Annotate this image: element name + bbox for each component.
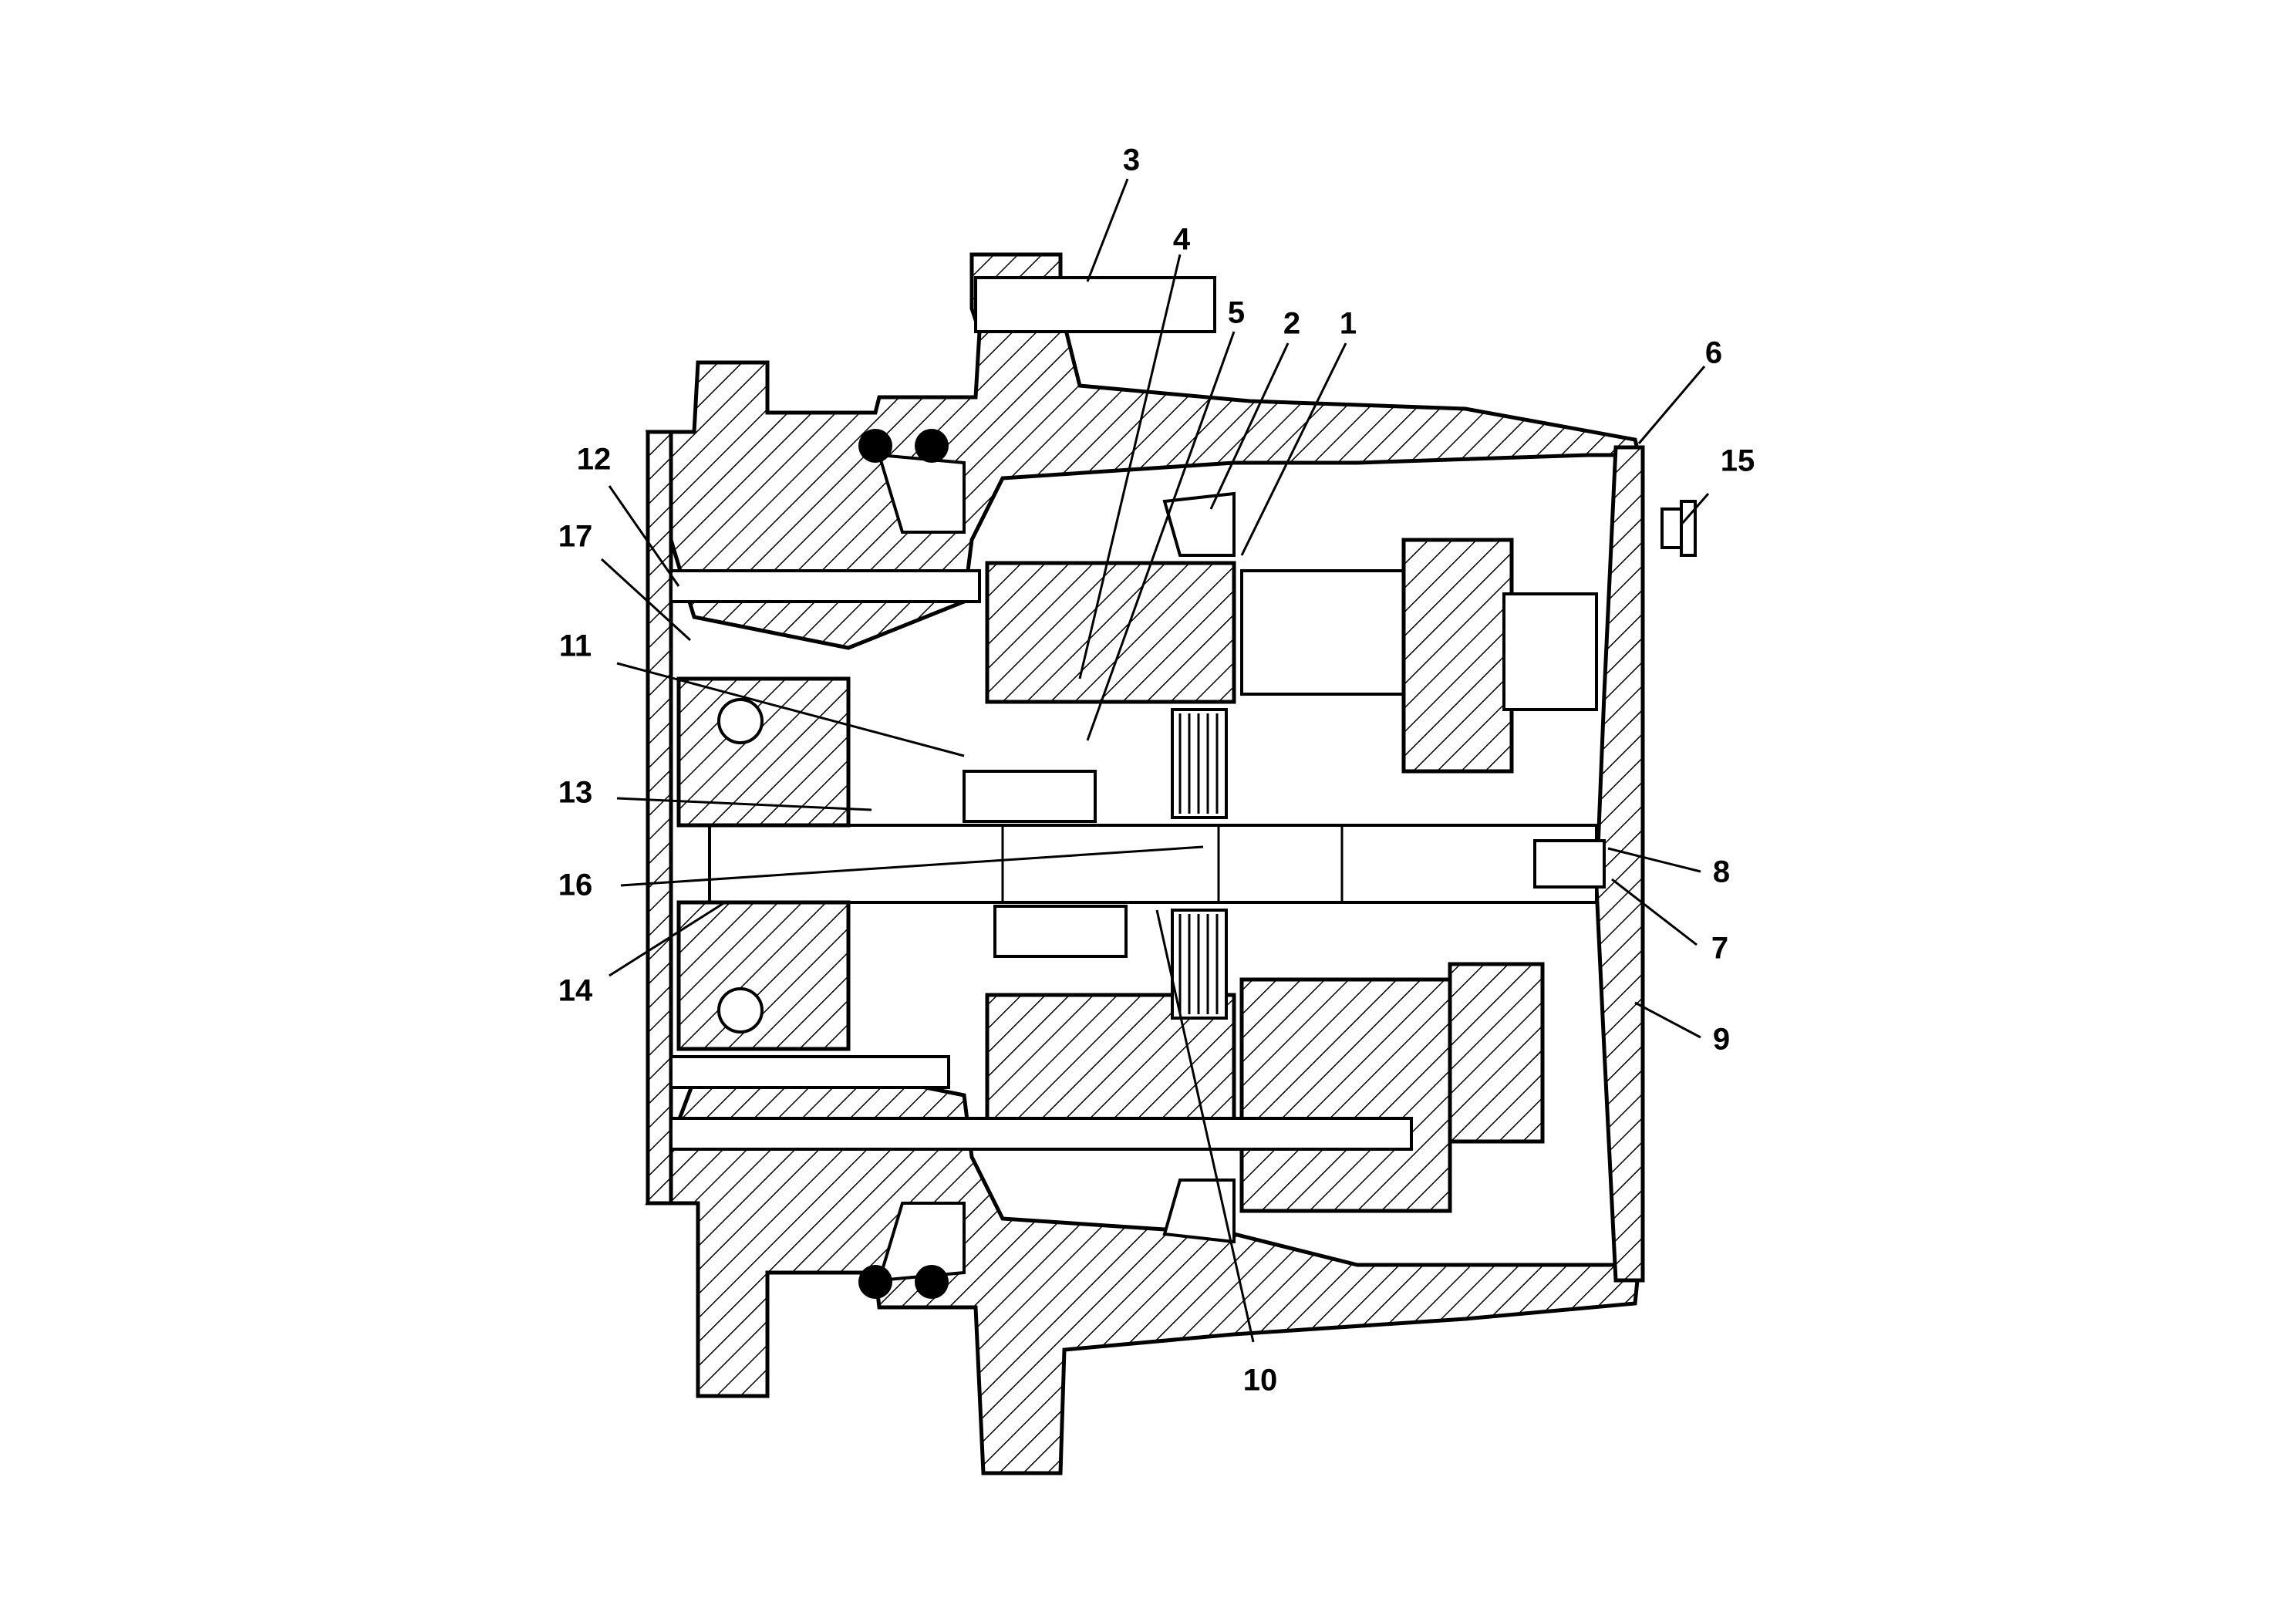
inner-components [669,276,1697,1299]
leader-17 [600,558,692,642]
lower-planet-block [1239,977,1452,1213]
end-screw [1533,839,1606,889]
upper-ring-block [1401,538,1514,774]
right-end-cover [1594,445,1645,1283]
leader-11 [616,662,965,757]
leader-3 [1086,178,1129,282]
callout-6: 6 [1705,336,1722,370]
left-end-housing [646,430,673,1206]
callout-3: 3 [1123,143,1140,177]
upper-clutch-pack [1171,708,1228,819]
callout-15: 15 [1721,444,1755,478]
leader-2 [1209,342,1290,510]
lower-ring-block [1448,962,1545,1144]
upper-seal-left [858,429,892,463]
upper-spring-set [963,770,1097,823]
callout-1: 1 [1340,307,1357,341]
callout-10: 10 [1243,1364,1278,1398]
callout-12: 12 [577,443,612,477]
left-upper-ball-bearing [717,698,764,744]
left-lower-ball-bearing [717,987,764,1034]
leader-14 [609,901,726,977]
callout-11: 11 [559,629,592,663]
leader-15 [1680,493,1710,525]
housing [645,252,1645,1475]
leader-8 [1607,847,1701,873]
upper-housing-shell [645,252,1642,650]
drain-plug [1660,500,1697,557]
callout-14: 14 [558,974,593,1008]
callout-5: 5 [1228,296,1245,330]
upper-carrier-block [985,561,1236,704]
lower-seal-left [858,1265,892,1299]
leader-lines [600,178,1710,1343]
leader-13 [616,797,872,811]
lower-seal-right [915,1265,949,1299]
callout-16: 16 [558,868,593,902]
callout-labels: 1 2 3 4 5 6 7 8 9 10 11 12 13 14 15 16 1… [558,143,1755,1398]
leader-5 [1086,331,1236,741]
top-stud-bolt [974,276,1216,333]
callout-7: 7 [1711,932,1728,966]
upper-bearing-right [1502,592,1598,711]
lower-long-bolt [669,1117,1413,1151]
leader-10 [1155,909,1255,1343]
callout-13: 13 [558,776,593,810]
lower-left-taper-bearing [877,1202,966,1283]
leader-9 [1634,1001,1701,1039]
leader-16 [620,845,1204,887]
lower-short-bolt [669,1055,950,1089]
upper-long-bolt [669,569,981,603]
callout-9: 9 [1713,1023,1730,1057]
leader-12 [608,485,680,587]
leader-1 [1240,342,1347,556]
callout-8: 8 [1713,855,1730,889]
left-lower-hub [676,900,851,1051]
callout-4: 4 [1173,223,1191,257]
upper-planet-gear [1240,569,1405,696]
callout-17: 17 [558,520,593,554]
upper-right-taper-bearing [1162,491,1236,557]
leader-6 [1637,366,1706,444]
leader-7 [1611,878,1698,946]
lower-clutch-pack [1171,909,1228,1020]
input-shaft [708,824,1598,904]
callout-2: 2 [1283,307,1300,341]
leader-4 [1078,254,1182,679]
upper-seal-right [915,429,949,463]
lower-spring-set [993,905,1128,958]
